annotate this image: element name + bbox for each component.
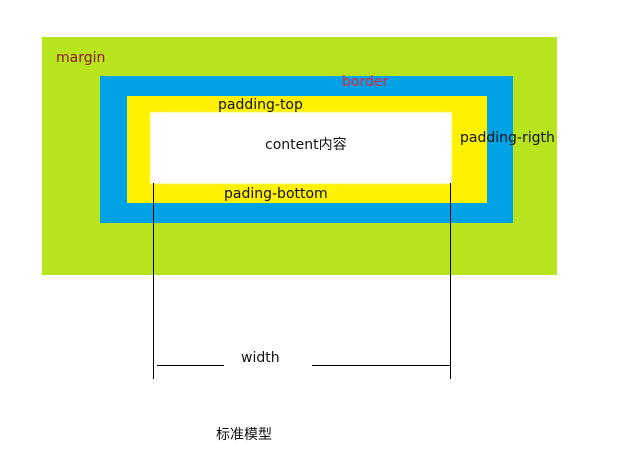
- padding-top-label: padding-top: [218, 97, 303, 113]
- content-label: content内容: [265, 137, 347, 153]
- width-line-left-segment: [157, 365, 224, 366]
- content-box: [151, 113, 451, 183]
- margin-label: margin: [56, 50, 106, 66]
- width-label: width: [241, 350, 280, 366]
- padding-right-label: padding-rigth: [460, 130, 555, 146]
- width-line-right-segment: [312, 365, 450, 366]
- width-right-line: [450, 183, 451, 379]
- width-left-line: [153, 183, 154, 379]
- diagram-caption: 标准模型: [216, 427, 272, 443]
- border-label: border: [342, 74, 389, 90]
- padding-bottom-label: pading-bottom: [224, 186, 328, 202]
